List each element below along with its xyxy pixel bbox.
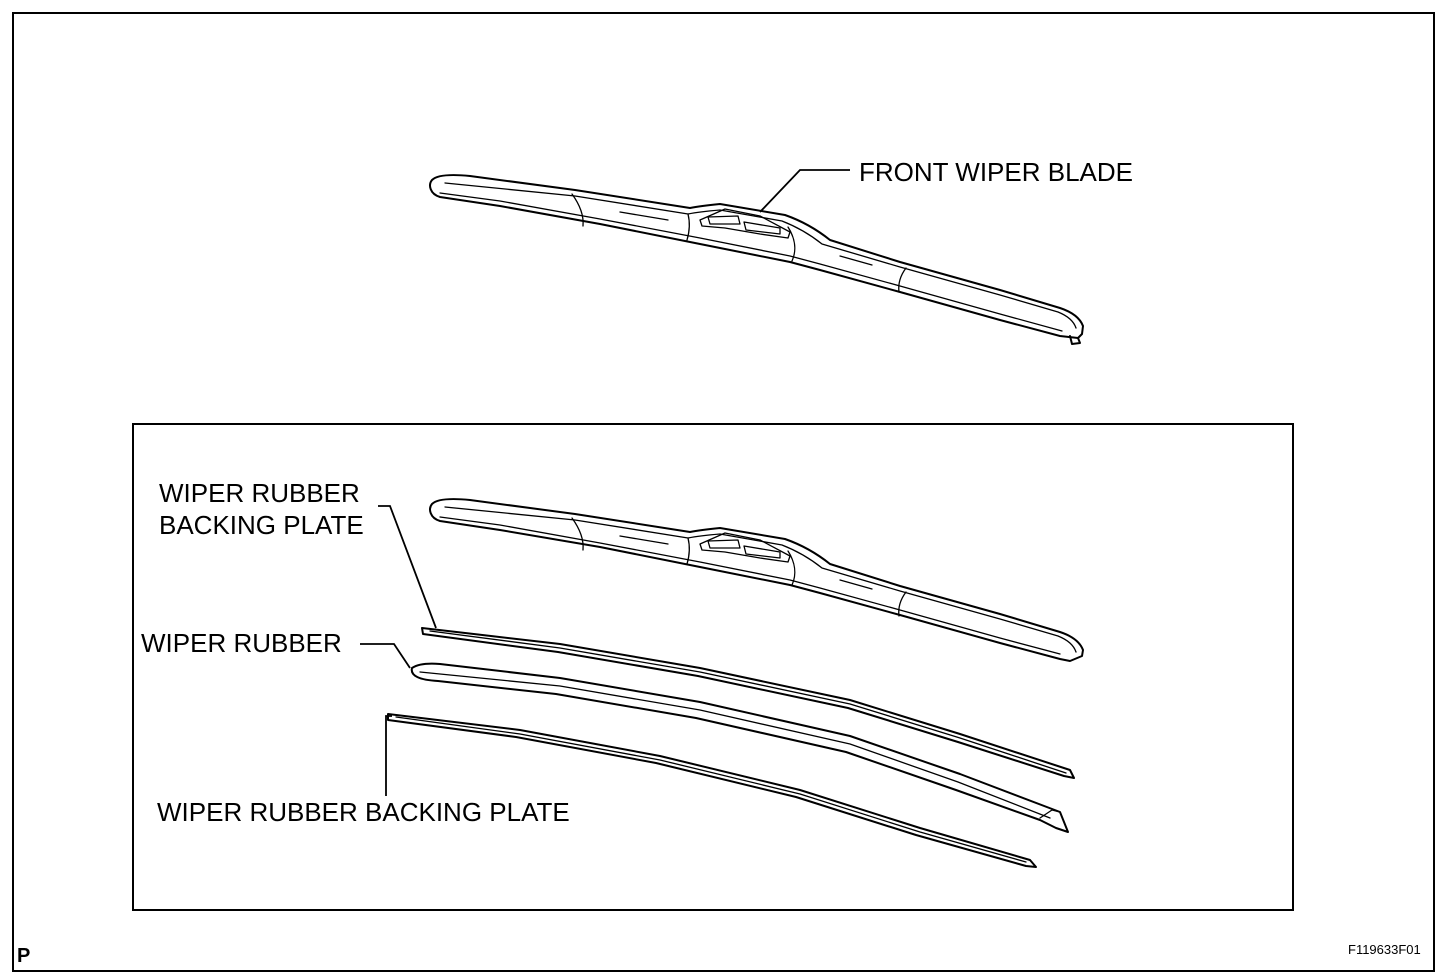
backing-plate-upper-label-line2: BACKING PLATE bbox=[159, 510, 364, 540]
wiper-rubber-leader bbox=[360, 643, 411, 669]
wiper-rubber-illustration bbox=[410, 662, 1069, 833]
outer-frame bbox=[12, 12, 1435, 972]
backing-plate-lower-leader bbox=[385, 715, 392, 796]
inset-frame bbox=[132, 423, 1294, 911]
corner-mark: P bbox=[17, 945, 30, 967]
inset-wiper-blade-illustration bbox=[429, 498, 1084, 662]
upper-backing-plate-illustration bbox=[421, 627, 1075, 779]
backing-plate-lower-label: WIPER RUBBER BACKING PLATE bbox=[157, 797, 570, 827]
lower-backing-plate-illustration bbox=[387, 713, 1037, 868]
front-wiper-blade-label: FRONT WIPER BLADE bbox=[859, 157, 1133, 187]
wiper-rubber-label: WIPER RUBBER bbox=[141, 628, 342, 658]
figure-id: F119633F01 bbox=[1348, 942, 1421, 957]
front-wiper-blade-leader bbox=[759, 169, 850, 213]
backing-plate-upper-label-line1: WIPER RUBBER bbox=[159, 478, 360, 508]
front-wiper-blade-illustration bbox=[429, 174, 1084, 345]
backing-plate-upper-leader bbox=[378, 505, 437, 629]
